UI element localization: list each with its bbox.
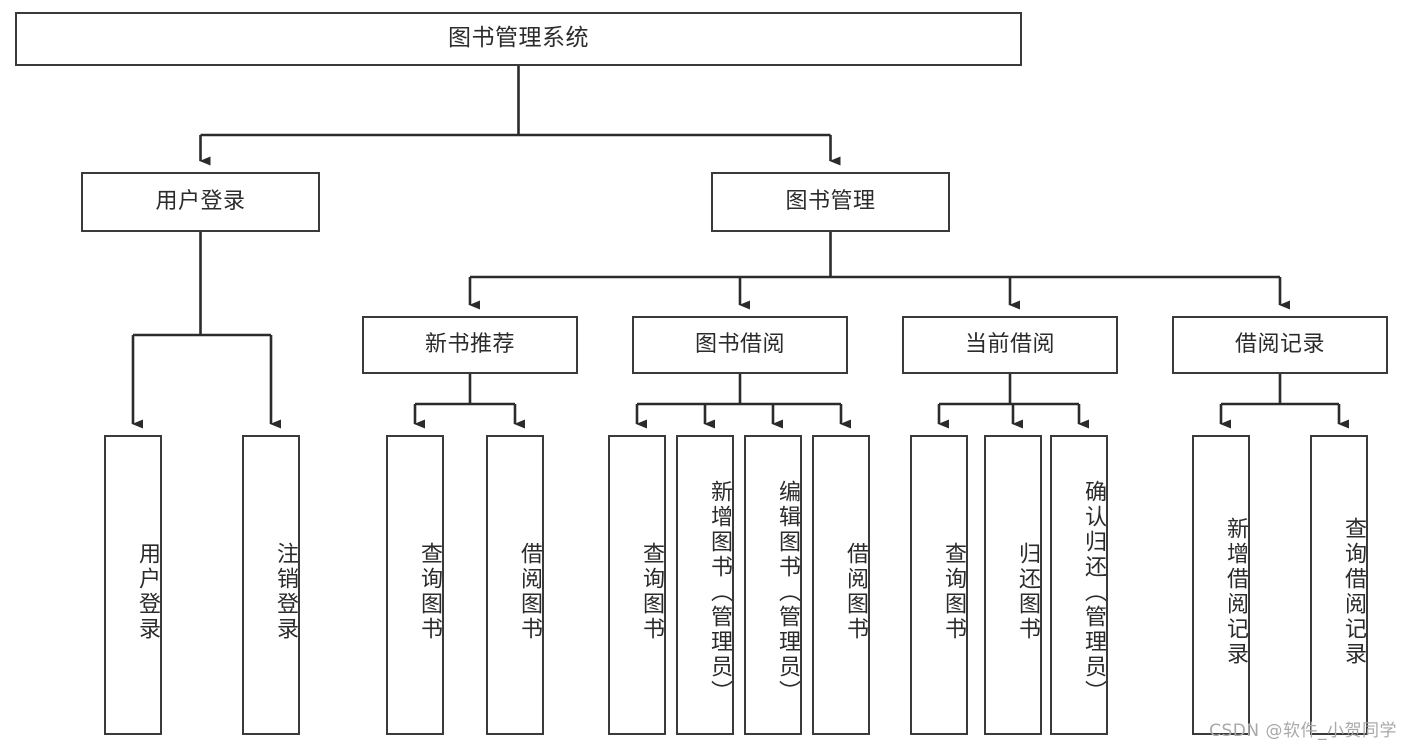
node-label: 查询图书 bbox=[941, 542, 966, 642]
node-leaf-query-book-2[interactable]: 查询图书 bbox=[608, 435, 666, 735]
node-new-book-rec[interactable]: 新书推荐 bbox=[362, 316, 578, 374]
node-label: 确认归还（管理员） bbox=[1081, 479, 1106, 705]
node-label: 新增借阅记录 bbox=[1223, 517, 1248, 667]
node-book-borrow[interactable]: 图书借阅 bbox=[632, 316, 848, 374]
node-leaf-confirm-return[interactable]: 确认归还（管理员） bbox=[1050, 435, 1108, 735]
node-user-login[interactable]: 用户登录 bbox=[81, 172, 320, 232]
node-label: 借阅记录 bbox=[1234, 332, 1325, 358]
node-leaf-add-record[interactable]: 新增借阅记录 bbox=[1192, 435, 1250, 735]
watermark: CSDN @软件_小贺同学 bbox=[1209, 721, 1397, 741]
node-label: 用户登录 bbox=[135, 542, 160, 642]
node-leaf-query-record[interactable]: 查询借阅记录 bbox=[1310, 435, 1368, 735]
node-leaf-return-book[interactable]: 归还图书 bbox=[984, 435, 1042, 735]
node-label: 图书管理 bbox=[785, 189, 876, 215]
node-root[interactable]: 图书管理系统 bbox=[15, 12, 1022, 66]
node-leaf-user-login[interactable]: 用户登录 bbox=[104, 435, 162, 735]
node-label: 新增图书（管理员） bbox=[707, 479, 732, 705]
node-label: 注销登录 bbox=[273, 542, 298, 642]
node-label: 查询借阅记录 bbox=[1341, 517, 1366, 667]
node-label: 图书借阅 bbox=[694, 332, 785, 358]
node-current-borrow[interactable]: 当前借阅 bbox=[902, 316, 1118, 374]
node-label: 借阅图书 bbox=[517, 542, 542, 642]
node-label: 归还图书 bbox=[1015, 542, 1040, 642]
node-label: 新书推荐 bbox=[424, 332, 515, 358]
node-label: 用户登录 bbox=[155, 189, 246, 215]
node-leaf-query-book-3[interactable]: 查询图书 bbox=[910, 435, 968, 735]
node-leaf-add-book[interactable]: 新增图书（管理员） bbox=[676, 435, 734, 735]
node-leaf-borrow-book-2[interactable]: 借阅图书 bbox=[812, 435, 870, 735]
node-label: 编辑图书（管理员） bbox=[775, 479, 800, 705]
node-label: 借阅图书 bbox=[843, 542, 868, 642]
node-borrow-record[interactable]: 借阅记录 bbox=[1172, 316, 1388, 374]
node-label: 查询图书 bbox=[639, 542, 664, 642]
node-label: 查询图书 bbox=[417, 542, 442, 642]
node-book-manage[interactable]: 图书管理 bbox=[711, 172, 950, 232]
node-leaf-edit-book[interactable]: 编辑图书（管理员） bbox=[744, 435, 802, 735]
node-label: 当前借阅 bbox=[964, 332, 1055, 358]
node-leaf-query-book-1[interactable]: 查询图书 bbox=[386, 435, 444, 735]
node-label: 图书管理系统 bbox=[448, 25, 589, 52]
node-leaf-user-logout[interactable]: 注销登录 bbox=[242, 435, 300, 735]
node-leaf-borrow-book-1[interactable]: 借阅图书 bbox=[486, 435, 544, 735]
